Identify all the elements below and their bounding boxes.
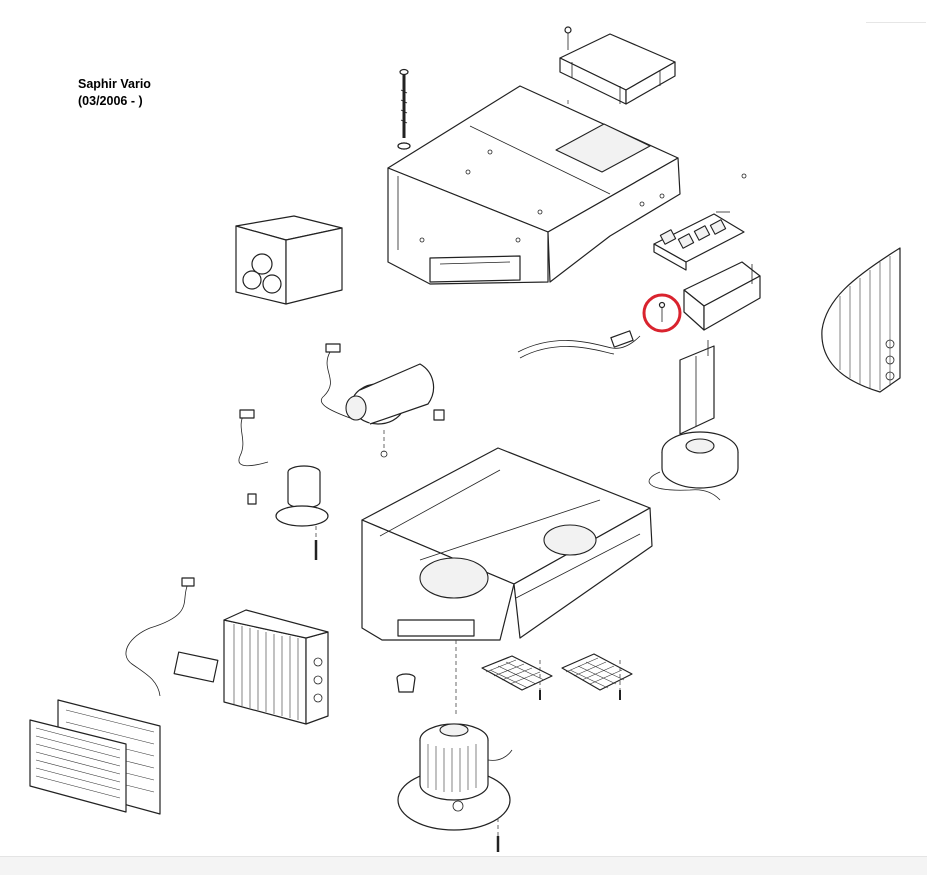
- board-bracket: [683, 261, 761, 331]
- cover-washer: [397, 142, 411, 150]
- grate-right: [561, 653, 633, 691]
- drain-cap: [396, 673, 416, 693]
- production-period: (03/2006 - ): [78, 94, 143, 108]
- fan-bracket: [679, 340, 715, 435]
- long-bolt: [397, 68, 411, 150]
- water-pump: [238, 409, 329, 527]
- control-board: [653, 211, 745, 271]
- air-filter: [29, 719, 127, 813]
- power-cable: [517, 330, 641, 359]
- lid-screw: [564, 26, 572, 50]
- grate-left: [481, 655, 553, 691]
- radial-fan-right: [648, 431, 739, 501]
- blower-fan: [397, 723, 513, 831]
- diagram-title: Saphir Vario (03/2006 - ): [78, 76, 151, 110]
- top-cover-housing: [387, 85, 747, 285]
- condenser-coil: [223, 609, 329, 725]
- highlighted-screw: [642, 293, 682, 333]
- service-lid-part: [559, 33, 676, 105]
- air-diffuser-block: [235, 215, 343, 305]
- model-name: Saphir Vario: [78, 77, 151, 91]
- bottom-edge-bar: [0, 856, 927, 875]
- evaporator-coil: [821, 247, 901, 393]
- sensor-wiring: [125, 577, 219, 697]
- compressor-unit: [321, 343, 445, 425]
- base-tray: [361, 447, 653, 641]
- top-divider: [866, 22, 926, 23]
